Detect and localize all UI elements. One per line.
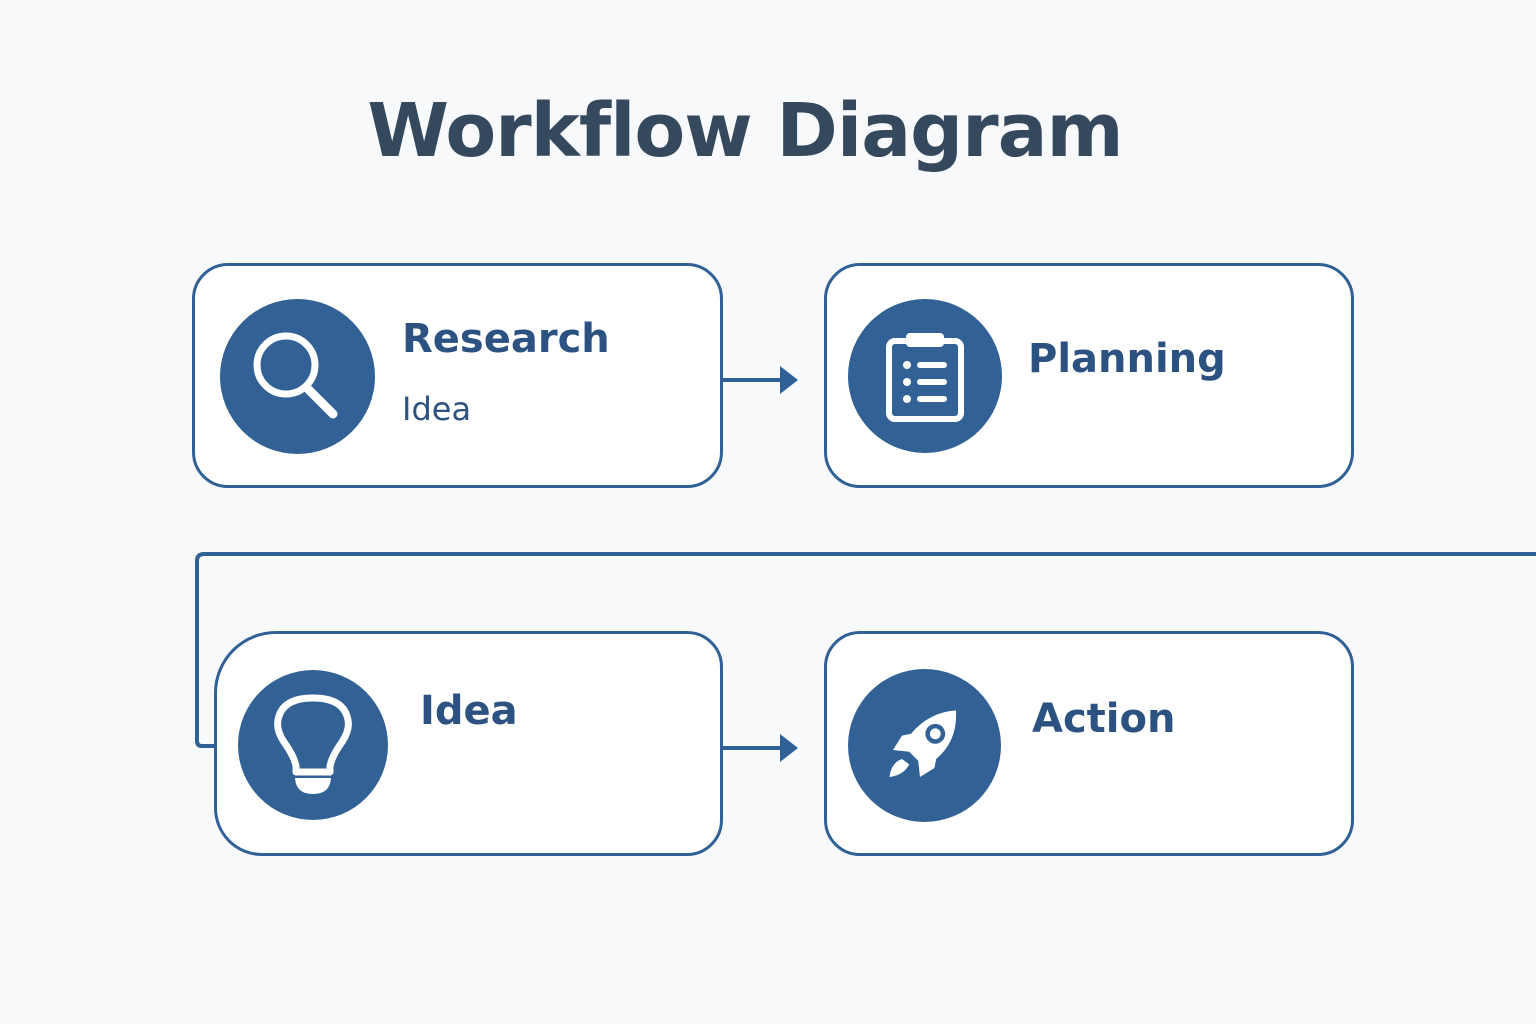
arrow-research-to-planning [722, 366, 798, 394]
magnifier-icon [253, 332, 338, 419]
step-sublabel: Idea [402, 390, 472, 428]
action-icon-circle [848, 669, 1001, 822]
step-label: Planning [1028, 336, 1226, 382]
step-label: Research [402, 316, 610, 362]
research-icon-circle [220, 299, 375, 454]
lightbulb-icon [274, 694, 352, 794]
rocket-icon [889, 710, 957, 777]
arrow-idea-to-action [722, 734, 798, 762]
step-label: Action [1032, 696, 1176, 742]
planning-icon-circle [848, 299, 1002, 453]
clipboard-icon [886, 333, 964, 422]
idea-icon-circle [238, 670, 388, 820]
loop-connector [195, 552, 1536, 748]
step-label: Idea [420, 688, 518, 734]
page-title: Workflow Diagram [367, 88, 1123, 174]
